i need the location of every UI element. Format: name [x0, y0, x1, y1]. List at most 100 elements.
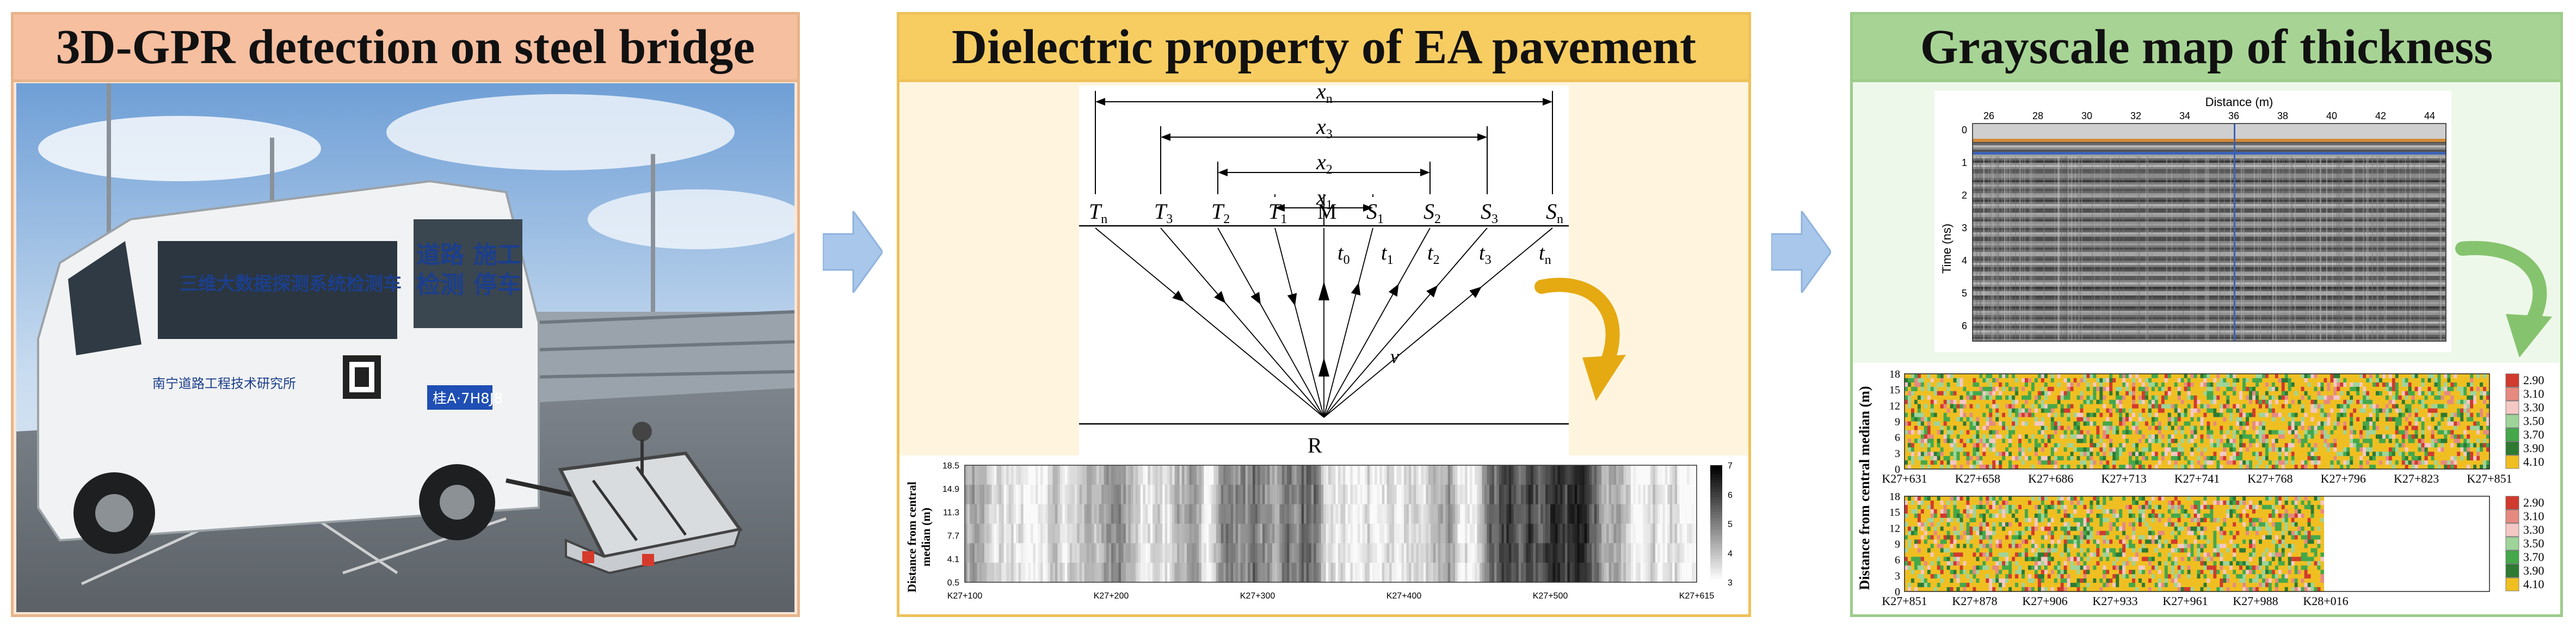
thickness-cell: [1979, 395, 1983, 400]
thickness-cell: [2024, 430, 2029, 435]
dielectric-cell: [1396, 543, 1400, 563]
dielectric-cell: [1052, 523, 1056, 544]
dielectric-cell: [969, 504, 973, 525]
dielectric-cell: [1435, 523, 1439, 544]
dielectric-cell: [1179, 543, 1182, 563]
dielectric-cell: [1050, 543, 1053, 563]
dielectric-cell: [1479, 543, 1483, 563]
thickness-cell: [1953, 452, 1957, 457]
dielectric-cell: [1333, 563, 1336, 583]
thickness-cell: [2099, 382, 2103, 387]
thickness-cell: [2099, 439, 2103, 443]
thickness-cell: [2180, 378, 2185, 383]
dielectric-cell: [1153, 563, 1156, 583]
dielectric-cell: [1092, 563, 1095, 583]
thickness-cell: [2271, 404, 2276, 409]
dielectric-cell: [1082, 465, 1085, 485]
thickness-cell: [1966, 378, 1970, 383]
dielectric-cell: [977, 504, 980, 525]
thickness-cell: [1924, 447, 1928, 452]
thickness-cell: [1943, 447, 1948, 452]
thickness-cell: [2278, 395, 2282, 400]
thickness-cell: [2144, 456, 2149, 461]
thickness-cell: [2012, 465, 2016, 470]
thickness-cell: [2271, 465, 2276, 470]
thickness-cell: [2167, 456, 2172, 461]
radargram-band: [1973, 230, 2446, 232]
dielectric-cell: [1116, 523, 1119, 544]
thickness-cell: [1937, 421, 1941, 427]
thickness-cell: [2008, 412, 2012, 418]
thickness-cell: [2197, 465, 2201, 470]
dielectric-cell: [1613, 484, 1617, 505]
thickness-cell: [1986, 386, 1989, 392]
thickness-cell: [1999, 395, 2002, 400]
dielectric-cell: [1399, 523, 1402, 544]
dielectric-cell: [1457, 484, 1460, 505]
dielectric-cell: [1669, 543, 1673, 563]
thickness-cell: [1937, 374, 1941, 379]
thickness-cell: [1953, 417, 1957, 422]
dielectric-cell: [1653, 465, 1656, 485]
thickness-cell: [2275, 382, 2279, 387]
thickness-cell: [2255, 391, 2259, 396]
thickness-cell: [2037, 425, 2042, 431]
dielectric-cell: [1421, 465, 1424, 485]
thickness-cell: [2216, 378, 2220, 383]
thickness-cell: [2070, 434, 2074, 439]
thickness-cell: [2233, 395, 2236, 400]
dielectric-cell: [1418, 465, 1421, 485]
thickness-cell: [1924, 456, 1928, 461]
thickness-cell: [2258, 452, 2263, 457]
thickness-cell: [2304, 456, 2308, 461]
thickness-cell: [2144, 443, 2149, 448]
thickness-cell: [1920, 382, 1925, 387]
dielectric-cell: [1362, 563, 1365, 583]
dielectric-cell: [1567, 563, 1570, 583]
dielectric-cell: [1309, 465, 1312, 485]
thickness-cell: [2239, 391, 2243, 396]
thickness-cell: [1940, 412, 1944, 418]
radargram-trace: [2320, 156, 2321, 341]
thickness-cell: [2187, 408, 2191, 414]
thickness-cell: [2063, 395, 2068, 400]
dielectric-cell: [1167, 484, 1170, 505]
dielectric-cell: [1511, 484, 1514, 505]
thickness-cell: [1914, 452, 1918, 457]
dielectric-cell: [1338, 543, 1341, 563]
dielectric-cell: [1179, 504, 1182, 525]
dielectric-colorbar-step: [1710, 489, 1722, 492]
thickness-cell: [1933, 430, 1938, 435]
thickness-cell: [2099, 430, 2103, 435]
thickness-cell: [2106, 452, 2110, 457]
thickness-cell: [2177, 425, 2181, 431]
thickness-cell: [2116, 408, 2119, 414]
dielectric-cell: [1316, 523, 1319, 544]
thickness-cell: [2135, 395, 2139, 400]
thickness-cell: [2304, 386, 2308, 392]
radargram-trace: [1991, 156, 1993, 341]
dielectric-cell: [1223, 523, 1227, 544]
dielectric-cell: [1084, 504, 1087, 525]
dielectric-cell: [1225, 484, 1229, 505]
dielectric-cell: [1128, 484, 1131, 505]
thickness-cell: [1911, 391, 1915, 396]
radargram-trace: [1996, 156, 1998, 341]
thickness-cell: [2278, 374, 2282, 379]
dielectric-cell: [1125, 465, 1129, 485]
thickness-cell: [2024, 382, 2029, 387]
thickness-cell: [2070, 378, 2074, 383]
thickness-cell: [2261, 399, 2266, 405]
thickness-cell: [2246, 447, 2250, 452]
radargram-trace: [2015, 156, 2017, 341]
thickness-cell: [2213, 382, 2217, 387]
thickness-cell: [2132, 386, 2136, 392]
dielectric-cell: [1321, 563, 1324, 583]
thickness-cell: [1979, 465, 1983, 470]
dielectric-cell: [1355, 484, 1358, 505]
dielectric-cell: [1669, 465, 1673, 485]
dielectric-cell: [984, 504, 987, 525]
dielectric-cell: [1072, 465, 1075, 485]
thickness-cell: [2255, 456, 2259, 461]
thickness-cell: [2144, 439, 2149, 443]
